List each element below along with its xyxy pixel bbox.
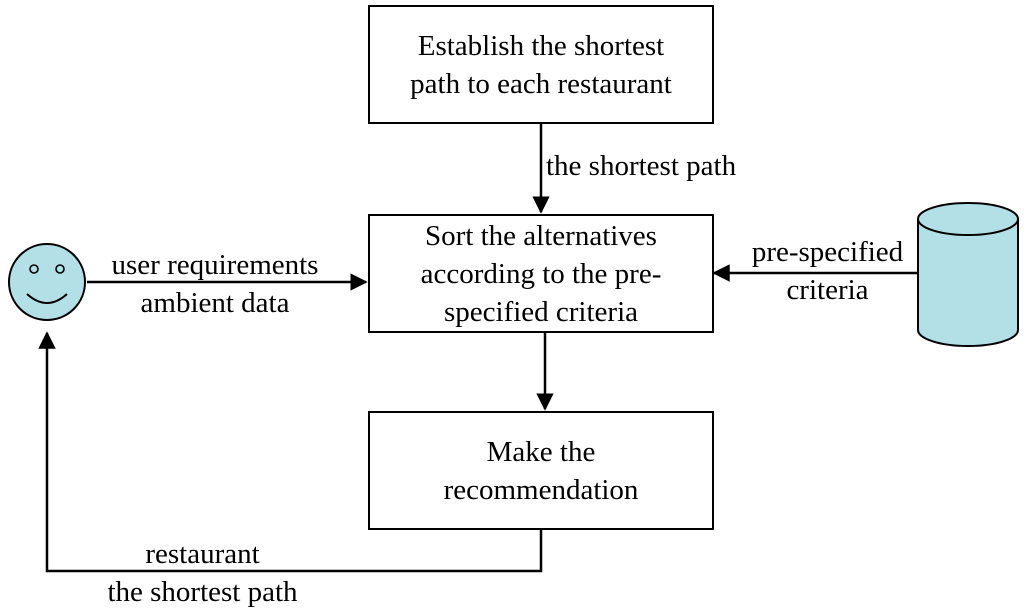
arrow-recommend-to-user <box>38 331 543 573</box>
edge-label-recommendation-output: restaurant the shortest path <box>90 535 315 611</box>
sort-alternatives-box: Sort the alternatives according to the p… <box>368 214 714 333</box>
establish-shortest-path-box: Establish the shortest path to each rest… <box>368 5 714 124</box>
database-cylinder-icon <box>917 202 1019 347</box>
edge-label-line: restaurant <box>145 538 260 570</box>
box-text-line: Establish the shortest <box>417 29 665 62</box>
edge-label-prespecified-criteria: pre-specified criteria <box>735 233 920 309</box>
box-text-line: Sort the alternatives <box>425 219 657 252</box>
edge-label-shortest-path: the shortest path <box>546 150 737 182</box>
edge-label-line: the shortest path <box>107 576 298 608</box>
box-text-line: path to each restaurant <box>410 67 672 100</box>
box-text-line: recommendation <box>443 473 639 506</box>
edge-label-line: ambient data <box>140 287 290 319</box>
edge-label-user-input: user requirements ambient data <box>95 246 335 322</box>
edge-label-line: criteria <box>786 274 869 306</box>
smiley-face-icon <box>8 243 86 321</box>
edge-label-line: user requirements <box>111 249 319 281</box>
edge-label-line: pre-specified <box>751 236 904 268</box>
make-recommendation-box: Make the recommendation <box>368 411 714 530</box>
box-text-line: according to the pre- <box>420 257 662 290</box>
box-text-line: Make the <box>486 435 596 468</box>
box-text-line: specified criteria <box>443 295 639 328</box>
